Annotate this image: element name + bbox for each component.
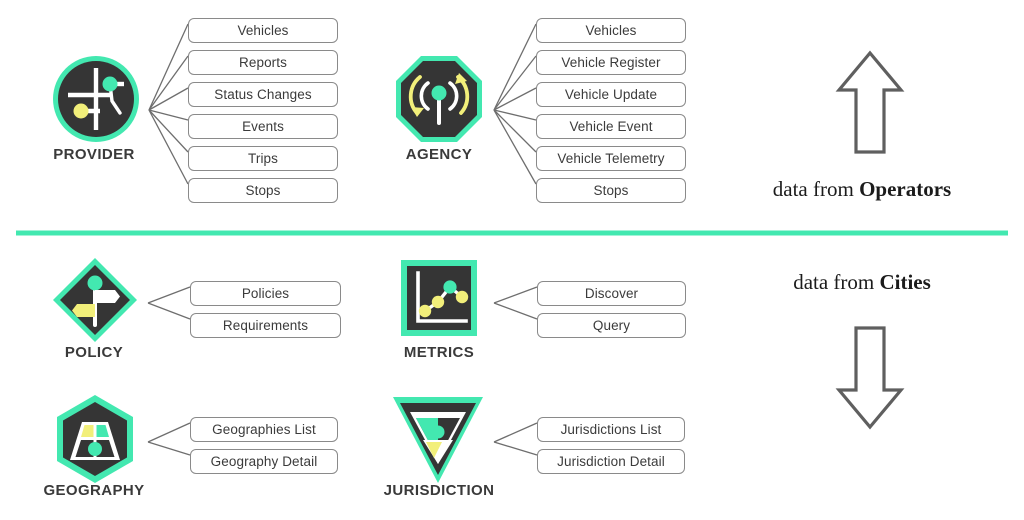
metrics-point-1 (418, 304, 432, 318)
jurisdiction-triangle-icon (393, 397, 483, 483)
caption-cities-prefix: data from (793, 270, 880, 294)
connector-agency-4 (493, 109, 537, 121)
connector-agency-6 (493, 109, 537, 185)
endpoint-box[interactable]: Vehicle Update (536, 82, 686, 107)
connector-metrics-2 (493, 302, 538, 320)
connector-provider-2 (148, 55, 189, 111)
caption-operators-strong: Operators (859, 177, 952, 201)
group-label-agency: AGENCY (405, 146, 473, 163)
connector-geography-2 (147, 441, 191, 456)
provider-node-teal (102, 76, 118, 92)
down-arrow-icon (835, 326, 905, 430)
policy-diamond-signpost-icon (53, 258, 137, 342)
metrics-point-3 (443, 280, 457, 294)
policy-sign-right (95, 290, 120, 303)
connector-metrics-1 (493, 286, 538, 304)
provider-circle-road-icon (53, 56, 139, 142)
connector-provider-4 (148, 109, 189, 121)
connector-agency-3 (493, 87, 537, 111)
up-arrow-icon (835, 50, 905, 154)
endpoint-box[interactable]: Query (537, 313, 686, 338)
group-label-policy: POLICY (64, 344, 124, 361)
policy-node-teal (87, 275, 103, 291)
connector-provider-3 (148, 87, 189, 111)
endpoint-box[interactable]: Vehicles (188, 18, 338, 43)
connector-geography-1 (147, 422, 191, 443)
group-label-provider: PROVIDER (53, 146, 135, 163)
endpoint-box[interactable]: Status Changes (188, 82, 338, 107)
endpoint-box[interactable]: Stops (188, 178, 338, 203)
endpoint-box[interactable]: Jurisdiction Detail (537, 449, 685, 474)
metrics-square-linechart-icon (401, 260, 477, 336)
endpoint-box[interactable]: Reports (188, 50, 338, 75)
jurisdiction-node-teal (431, 425, 445, 439)
caption-cities-strong: Cities (879, 270, 931, 294)
connector-agency-1 (493, 23, 537, 111)
provider-node-yellow (73, 103, 89, 119)
caption-operators: data from Operators (773, 177, 951, 202)
endpoint-box[interactable]: Vehicles (536, 18, 686, 43)
group-label-metrics: METRICS (403, 344, 475, 361)
endpoint-box[interactable]: Geographies List (190, 417, 338, 442)
endpoint-box[interactable]: Events (188, 114, 338, 139)
connector-provider-1 (148, 23, 189, 111)
connector-agency-2 (493, 55, 537, 111)
endpoint-box[interactable]: Policies (190, 281, 341, 306)
caption-cities: data from Cities (793, 270, 931, 295)
endpoint-box[interactable]: Discover (537, 281, 686, 306)
connector-policy-1 (147, 286, 191, 304)
connector-jurisdiction-1 (493, 422, 538, 443)
group-label-jurisdiction: JURISDICTION (383, 482, 495, 499)
endpoint-box[interactable]: Geography Detail (190, 449, 338, 474)
connector-provider-6 (148, 109, 189, 185)
geography-cell-teal (96, 425, 109, 437)
endpoint-box[interactable]: Jurisdictions List (537, 417, 685, 442)
metrics-point-2 (431, 295, 445, 309)
endpoint-box[interactable]: Trips (188, 146, 338, 171)
endpoint-box[interactable]: Vehicle Event (536, 114, 686, 139)
connector-provider-5 (148, 109, 189, 153)
connector-policy-2 (147, 302, 191, 320)
group-label-geography: GEOGRAPHY (43, 482, 145, 499)
agency-node-teal (431, 85, 447, 101)
endpoint-box[interactable]: Requirements (190, 313, 341, 338)
policy-sign-left (72, 304, 95, 317)
connector-agency-5 (493, 109, 537, 153)
connector-jurisdiction-2 (493, 441, 538, 456)
metrics-point-4 (455, 290, 469, 304)
jurisdiction-wedge-yellow (426, 442, 442, 458)
geography-node-teal (88, 442, 102, 456)
agency-octagon-broadcast-icon (396, 56, 482, 142)
endpoint-box[interactable]: Vehicle Register (536, 50, 686, 75)
endpoint-box[interactable]: Stops (536, 178, 686, 203)
geography-cell-yellow (81, 425, 94, 437)
endpoint-box[interactable]: Vehicle Telemetry (536, 146, 686, 171)
caption-operators-prefix: data from (772, 177, 860, 201)
geography-hexagon-map-icon (57, 395, 133, 483)
